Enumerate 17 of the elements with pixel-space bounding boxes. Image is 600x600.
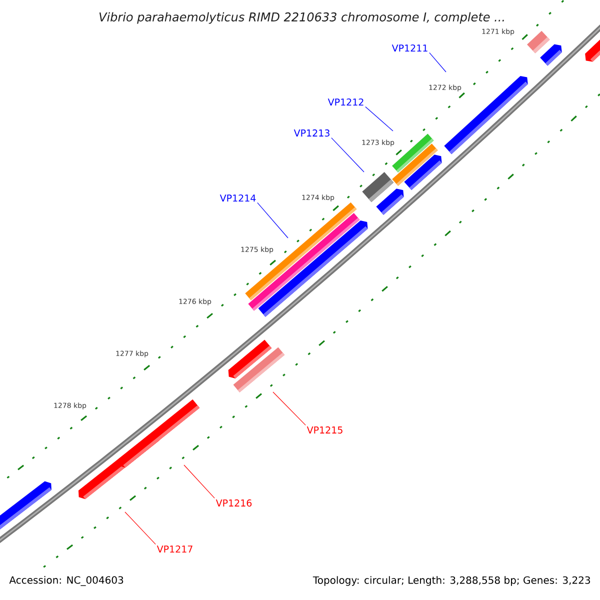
leader-line [184, 464, 215, 499]
leader-line [257, 202, 288, 238]
gene-label: VP1214 [220, 194, 256, 202]
leader-line [272, 392, 306, 426]
gene-label: VP1211 [392, 44, 428, 52]
leader-line [365, 106, 394, 132]
title: Vibrio parahaemolyticus RIMD 2210633 chromosome I, complete ... [99, 12, 504, 24]
gene-label: VP1216 [216, 499, 252, 507]
leader-line [124, 512, 156, 545]
gene-label: VP1212 [328, 98, 364, 106]
gene-label: VP1213 [294, 129, 330, 137]
accession-text: Accession: NC_004603 [9, 576, 124, 586]
gene-label: VP1217 [156, 545, 192, 553]
info-text: Topology: circular; Length: 3,288,558 bp; Genes: 3,223 [312, 576, 590, 586]
leader-line [331, 138, 364, 172]
gene-label: VP1215 [306, 426, 342, 434]
leader-line [429, 52, 446, 72]
